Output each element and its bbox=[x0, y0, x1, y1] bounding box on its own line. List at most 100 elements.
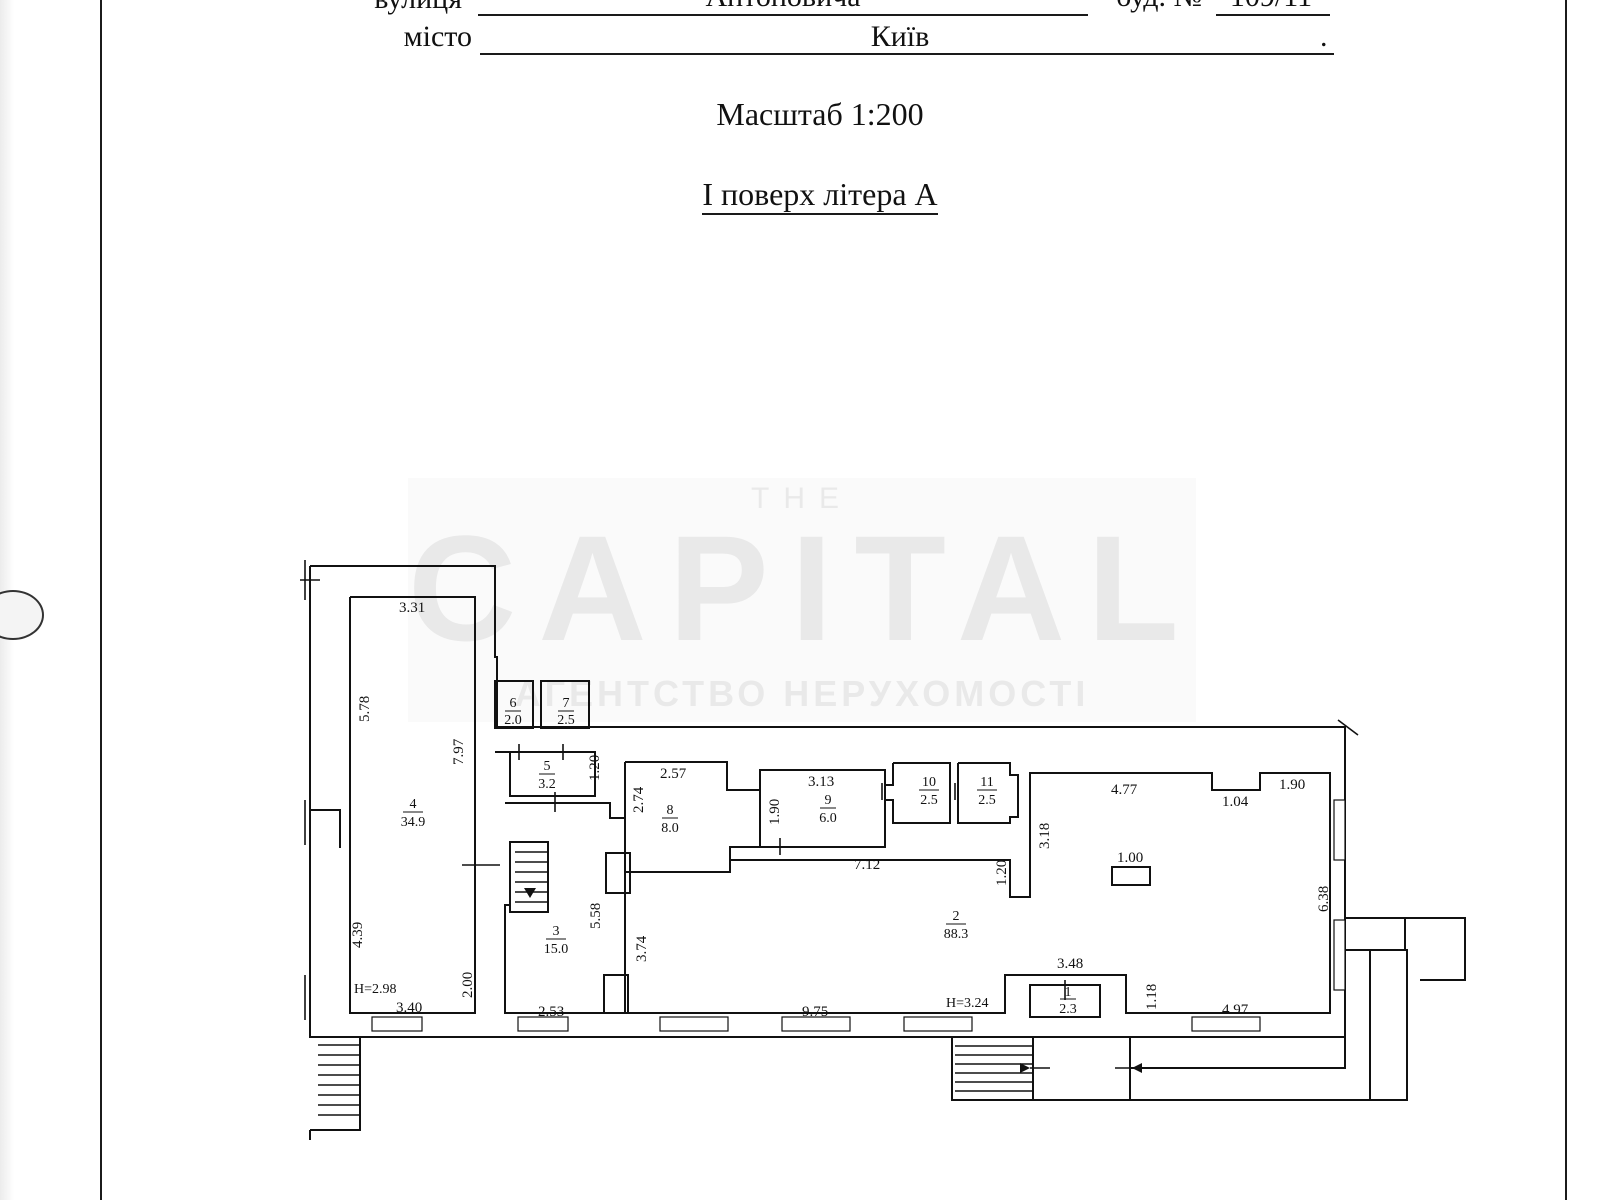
room-5-area: 3.2 bbox=[538, 777, 556, 792]
frame-right-border bbox=[1565, 0, 1567, 1200]
window bbox=[1191, 1016, 1261, 1032]
street-value: Антоновича bbox=[478, 0, 1088, 14]
room-11-outline bbox=[957, 762, 1019, 824]
dim-3-18: 3.18 bbox=[1037, 823, 1053, 849]
room-7-number: 7 bbox=[563, 696, 570, 711]
ramp-outer bbox=[1130, 949, 1408, 1101]
building-value: 109/11 bbox=[1216, 0, 1326, 14]
watermark-subtitle: АГЕНТСТВО НЕРУХОМОСТІ bbox=[514, 673, 1090, 714]
dim-6-38: 6.38 bbox=[1316, 886, 1332, 912]
room-3-area: 15.0 bbox=[544, 942, 569, 957]
stair-arrow-icon bbox=[524, 888, 536, 898]
window bbox=[903, 1016, 973, 1032]
room-3-outline bbox=[504, 802, 626, 1014]
room-8-area: 8.0 bbox=[661, 821, 679, 836]
room-1-area: 2.3 bbox=[1059, 1002, 1077, 1017]
room-7-area: 2.5 bbox=[557, 713, 575, 728]
dim-5-58: 5.58 bbox=[588, 903, 604, 929]
building-label: буд. № bbox=[1116, 0, 1202, 14]
room-1-number: 1 bbox=[1065, 985, 1072, 1000]
street-label: вулиця bbox=[300, 0, 462, 16]
building-underline bbox=[1216, 14, 1330, 16]
window bbox=[517, 1016, 569, 1032]
stair-block bbox=[509, 841, 549, 913]
windows bbox=[371, 799, 1346, 1032]
room-5-number: 5 bbox=[544, 759, 551, 774]
floor-title: І поверх літера А bbox=[0, 176, 1600, 215]
stair-treads bbox=[318, 851, 1345, 1116]
door-marks bbox=[300, 560, 1359, 1020]
dim-1-04: 1.04 bbox=[1222, 794, 1249, 810]
ramp-arrow-icon bbox=[1132, 1063, 1142, 1073]
walls bbox=[309, 565, 1466, 1140]
dimension-labels: 3.31 5.78 7.97 4.39 3.40 2.00 2.53 5.58 … bbox=[350, 600, 1332, 1020]
watermark: THE CAPITAL АГЕНТСТВО НЕРУХОМОСТІ bbox=[408, 478, 1196, 722]
window bbox=[1333, 799, 1346, 861]
outer-wall bbox=[309, 565, 1346, 1038]
room-3-number: 3 bbox=[553, 924, 560, 939]
dim-4-39: 4.39 bbox=[350, 922, 366, 948]
room-9-number: 9 bbox=[825, 793, 832, 808]
room-5-outline bbox=[495, 751, 596, 797]
dim-3-74: 3.74 bbox=[634, 935, 650, 962]
room-10-outline bbox=[884, 762, 951, 824]
room-9-area: 6.0 bbox=[819, 811, 837, 826]
fixture-rect bbox=[1111, 866, 1151, 886]
dim-9-75: 9.75 bbox=[802, 1004, 828, 1020]
room-11-area: 2.5 bbox=[978, 793, 996, 808]
room-11-number: 11 bbox=[980, 775, 993, 790]
step-arrow-icon bbox=[1020, 1063, 1030, 1073]
dim-3-13: 3.13 bbox=[808, 774, 834, 790]
city-label: місто bbox=[403, 20, 472, 53]
scale-text: Масштаб 1:200 bbox=[716, 96, 924, 132]
dim-7-12: 7.12 bbox=[854, 857, 880, 873]
city-value: Київ bbox=[870, 20, 930, 53]
dim-5-78: 5.78 bbox=[357, 696, 373, 722]
dim-3-31: 3.31 bbox=[399, 600, 425, 616]
dim-2-74: 2.74 bbox=[631, 786, 647, 813]
dim-1-00: 1.00 bbox=[1117, 850, 1143, 866]
dim-3-48: 3.48 bbox=[1057, 956, 1083, 972]
window bbox=[781, 1016, 851, 1032]
dim-1-18: 1.18 bbox=[1144, 984, 1160, 1010]
left-steps bbox=[310, 1036, 361, 1131]
window bbox=[659, 1016, 729, 1032]
dim-1-90-b: 1.90 bbox=[1279, 777, 1305, 793]
watermark-top: THE bbox=[751, 482, 853, 515]
column-2 bbox=[603, 974, 629, 1014]
height-h-2-98: H=2.98 bbox=[354, 982, 397, 997]
room-2-outline bbox=[625, 772, 1331, 1014]
room-6-area: 2.0 bbox=[504, 713, 522, 728]
room-4-notch bbox=[310, 809, 341, 848]
city-trailing: . bbox=[1320, 20, 1328, 53]
room-9-outline bbox=[759, 769, 886, 848]
room-2-area: 88.3 bbox=[944, 927, 969, 942]
cut-mark bbox=[1337, 719, 1359, 736]
height-h-3-24: H=3.24 bbox=[946, 996, 989, 1011]
room-10-area: 2.5 bbox=[920, 793, 938, 808]
dim-2-53: 2.53 bbox=[538, 1004, 564, 1020]
dim-2-57: 2.57 bbox=[660, 766, 687, 782]
room-6-number: 6 bbox=[510, 696, 517, 711]
room-2-number: 2 bbox=[953, 909, 960, 924]
room-6-outline bbox=[494, 680, 534, 729]
frame-left-border bbox=[100, 0, 102, 1200]
dim-4-97: 4.97 bbox=[1222, 1002, 1249, 1018]
dim-1-20-a: 1.20 bbox=[587, 755, 603, 781]
dim-2-00: 2.00 bbox=[460, 972, 476, 998]
room-labels: 4 34.9 6 2.0 7 2.5 5 3.2 3 15.0 8 8.0 9 … bbox=[401, 696, 1077, 1017]
dim-3-40: 3.40 bbox=[396, 1000, 422, 1016]
room-8-outline bbox=[624, 761, 761, 873]
room-10-number: 10 bbox=[922, 775, 936, 790]
room-7-outline bbox=[540, 680, 590, 729]
room-4-area: 34.9 bbox=[401, 815, 426, 830]
room-4-number: 4 bbox=[410, 797, 417, 812]
dim-7-97: 7.97 bbox=[451, 738, 467, 765]
dim-4-77: 4.77 bbox=[1111, 782, 1138, 798]
dim-1-90-a: 1.90 bbox=[767, 799, 783, 825]
floor-title-text: І поверх літера А bbox=[702, 176, 938, 215]
window bbox=[1333, 919, 1346, 991]
watermark-brand: CAPITAL bbox=[408, 504, 1201, 672]
